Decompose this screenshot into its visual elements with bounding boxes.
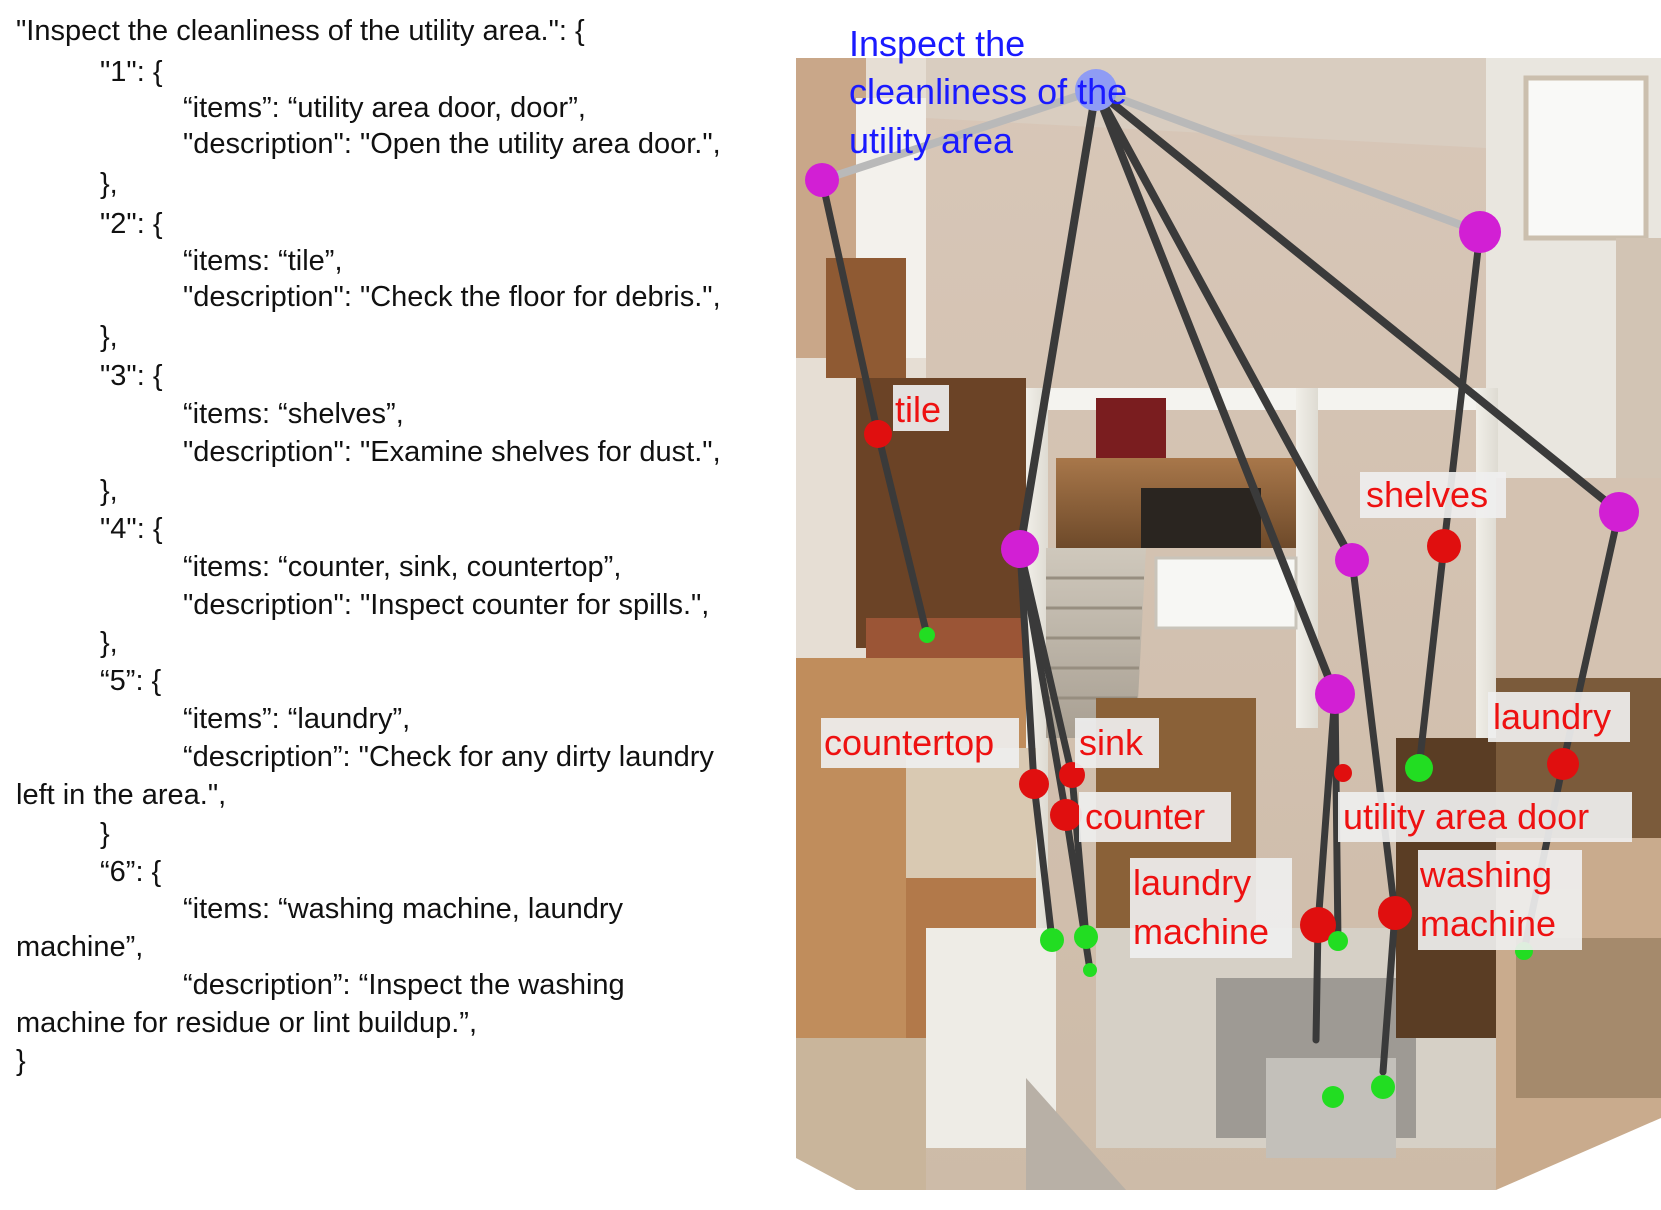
subtask-node-5: [1599, 492, 1639, 532]
code-line: “6”: {: [100, 856, 162, 888]
label-backgrounds: [821, 385, 1632, 958]
code-line: "description": "Inspect counter for spil…: [183, 589, 710, 621]
shelves-node: [1427, 529, 1461, 563]
tile-node: [864, 420, 892, 448]
sink-node: [1059, 762, 1085, 788]
code-line: “items: “counter, sink, countertop”,: [183, 551, 622, 583]
laundry-node: [1547, 748, 1579, 780]
subtask-edges: [818, 176, 1623, 1076]
door-node: [1334, 764, 1352, 782]
code-line: "1": {: [100, 56, 163, 88]
code-line: machine for residue or lint buildup.”,: [16, 1007, 478, 1039]
code-line: “items”: “utility area door, door”,: [183, 92, 586, 124]
washing-machine-node: [1378, 896, 1412, 930]
code-line: }: [16, 1045, 26, 1077]
laundry-machine-node: [1300, 907, 1336, 943]
root-title-line-2: cleanliness of the: [849, 71, 1127, 112]
code-line: “description”: "Check for any dirty laun…: [183, 741, 714, 773]
countertop-node: [1019, 769, 1049, 799]
label-counter: counter: [1085, 796, 1205, 837]
label-tile: tile: [895, 389, 941, 430]
code-line: left in the area.",: [16, 779, 227, 811]
root-node: [1075, 69, 1117, 111]
code-line: "description": "Check the floor for debr…: [183, 281, 721, 313]
code-line: "description": "Examine shelves for dust…: [183, 436, 721, 468]
object-nodes: [864, 420, 1579, 943]
code-line: },: [100, 321, 118, 353]
subtask-node-6b: [1315, 674, 1355, 714]
code-line: “5”: {: [100, 665, 162, 697]
label-laundry-machine-1: laundry: [1133, 862, 1251, 903]
subtask-node-1: [805, 163, 839, 197]
code-line: “description”: “Inspect the washing: [183, 969, 625, 1001]
code-line: },: [100, 627, 118, 659]
code-line: "2": {: [100, 208, 163, 240]
code-line: "4": {: [100, 513, 163, 545]
label-washing-machine-2: machine: [1420, 903, 1556, 944]
code-line: machine”,: [16, 931, 144, 963]
code-line: "description": "Open the utility area do…: [183, 128, 721, 160]
code-line: "3": {: [100, 360, 163, 392]
anchor-nodes: [919, 627, 1533, 1108]
label-washing-machine-1: washing: [1419, 854, 1552, 895]
label-countertop: countertop: [824, 722, 994, 763]
code-line: “items: “washing machine, laundry: [183, 893, 624, 925]
subtask-node-6: [1335, 543, 1369, 577]
code-line: “items: “tile”,: [183, 245, 343, 277]
root-title-line-3: utility area: [849, 120, 1014, 161]
subtask-node-3: [1459, 211, 1501, 253]
label-laundry: laundry: [1493, 696, 1611, 737]
counter-node: [1050, 799, 1082, 831]
code-line: },: [100, 168, 118, 200]
root-edges: [818, 86, 1623, 698]
label-sink: sink: [1079, 722, 1144, 763]
label-laundry-machine-2: machine: [1133, 911, 1269, 952]
scene-image: [796, 58, 1661, 1190]
label-utility-area-door: utility area door: [1343, 796, 1589, 837]
code-line: },: [100, 475, 118, 507]
code-line: "Inspect the cleanliness of the utility …: [16, 15, 585, 47]
code-panel: "Inspect the cleanliness of the utility …: [0, 0, 790, 1210]
subtask-nodes: [805, 163, 1639, 714]
subtask-node-4: [1001, 530, 1039, 568]
code-line: }: [100, 818, 110, 850]
root-title-line-1: Inspect the: [849, 23, 1025, 64]
label-shelves: shelves: [1366, 474, 1488, 515]
code-line: “items: “shelves”,: [183, 398, 404, 430]
code-line: “items”: “laundry”,: [183, 703, 411, 735]
